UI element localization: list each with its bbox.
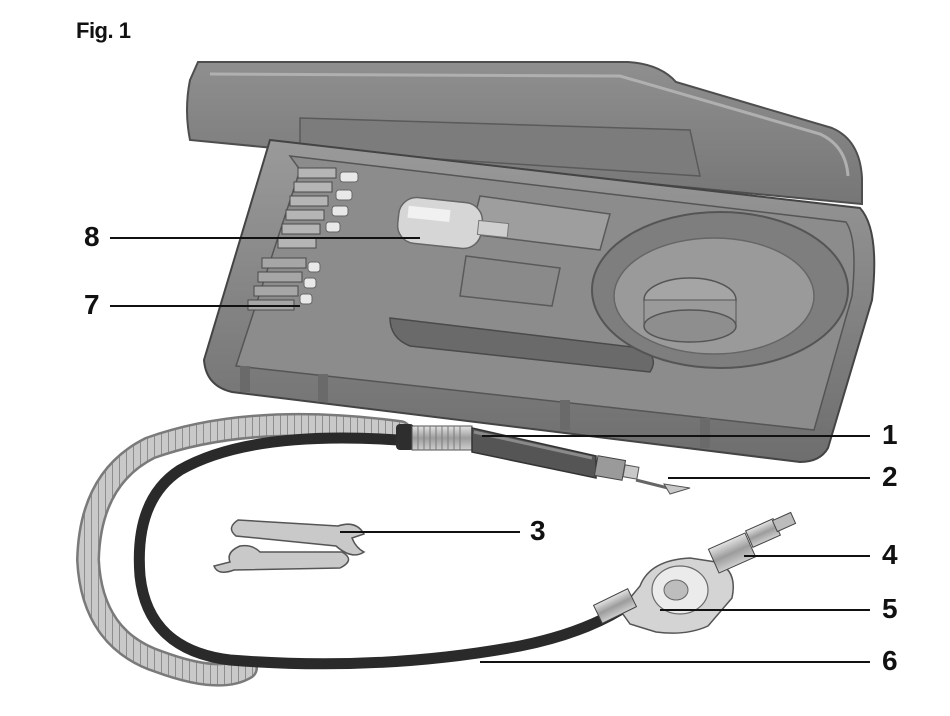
- air-die-grinder: [396, 424, 640, 481]
- callout-1: 1: [882, 419, 898, 450]
- figure-title: Fig. 1: [76, 18, 131, 43]
- exhaust-hose: [133, 432, 626, 670]
- quick-coupler: [707, 511, 797, 574]
- callout-5: 5: [882, 593, 898, 624]
- case-bits: [247, 167, 359, 311]
- callout-8: 8: [84, 221, 100, 252]
- callout-3: 3: [530, 515, 546, 546]
- case-tool-slot: [396, 195, 611, 307]
- callout-4: 4: [882, 539, 898, 570]
- callout-2: 2: [882, 461, 898, 492]
- grinding-bit: [635, 478, 691, 495]
- inline-filter: [619, 557, 734, 634]
- wrenches: [212, 519, 366, 573]
- callout-6: 6: [882, 645, 898, 676]
- leader-lines: [110, 237, 870, 663]
- callout-7: 7: [84, 289, 100, 320]
- hose-fitting: [592, 588, 638, 624]
- hose-compartment: [591, 211, 849, 369]
- case-lid: [186, 61, 863, 206]
